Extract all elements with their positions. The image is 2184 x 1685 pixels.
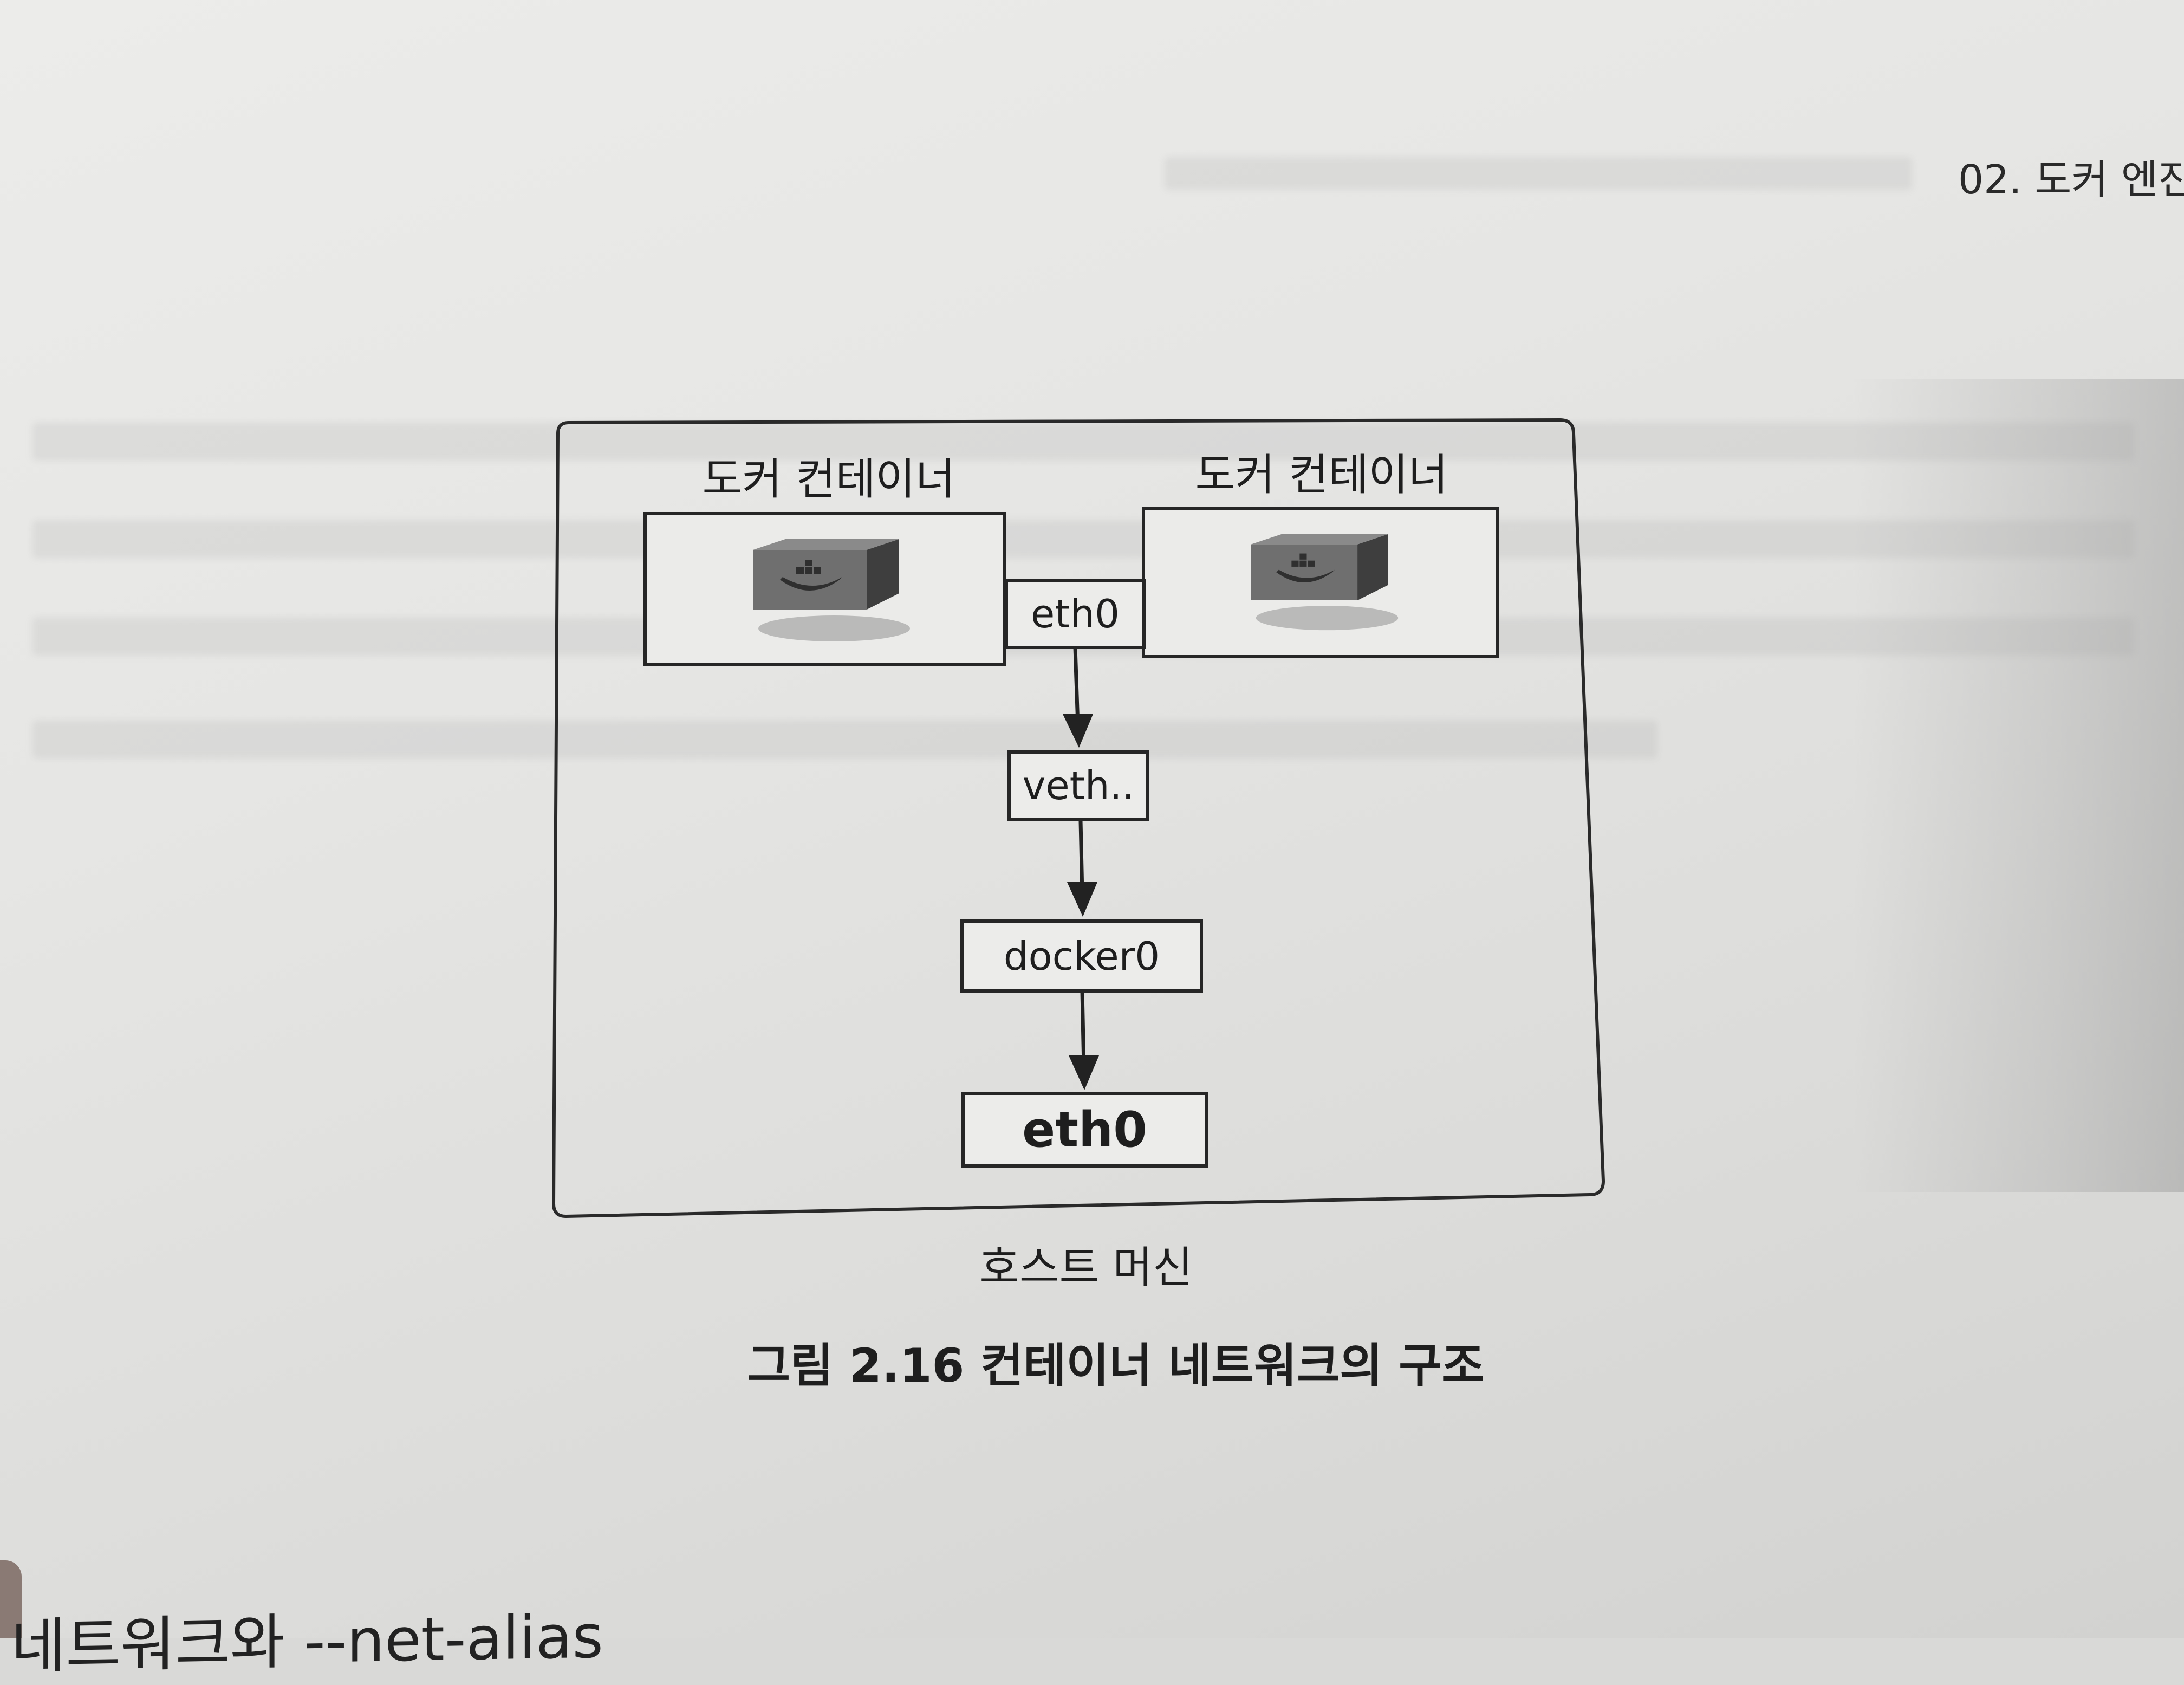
- container-left-label: 도커 컨테이너: [702, 454, 955, 504]
- arrow-head-3: [1069, 1055, 1099, 1090]
- chapter-header: 02. 도커 엔진: [1958, 157, 2184, 203]
- arrow-docker0-to-eth0: [1080, 991, 1086, 1068]
- show-through-text: [1165, 157, 1912, 190]
- show-through-text: [32, 721, 1658, 759]
- node-veth: veth..: [1007, 750, 1149, 821]
- finger-shadow: [0, 1560, 22, 1638]
- host-machine-label: 호스트 머신: [979, 1242, 1193, 1293]
- show-through-text: [32, 520, 2134, 558]
- host-machine-frame: [551, 418, 1606, 1219]
- docker-container-icon: [753, 539, 910, 641]
- section-heading: 네트워크와 --net-alias: [11, 1602, 603, 1682]
- arrow-head-1: [1063, 714, 1093, 748]
- figure-caption: 그림 2.16 컨테이너 네트워크의 구조: [748, 1339, 1485, 1393]
- node-docker0: docker0: [960, 919, 1203, 993]
- node-eth0-container: eth0: [1005, 579, 1146, 649]
- page-shadow: [1852, 379, 2184, 1192]
- diagram-lines: [551, 418, 1606, 1219]
- node-eth0-host: eth0: [961, 1092, 1208, 1168]
- show-through-text: [32, 423, 2134, 461]
- arrow-veth-to-docker0: [1078, 820, 1084, 895]
- arrow-eth0-to-veth: [1073, 647, 1080, 727]
- docker-container-icon: [1251, 534, 1399, 631]
- container-right-label: 도커 컨테이너: [1195, 450, 1448, 500]
- arrow-head-2: [1067, 882, 1097, 917]
